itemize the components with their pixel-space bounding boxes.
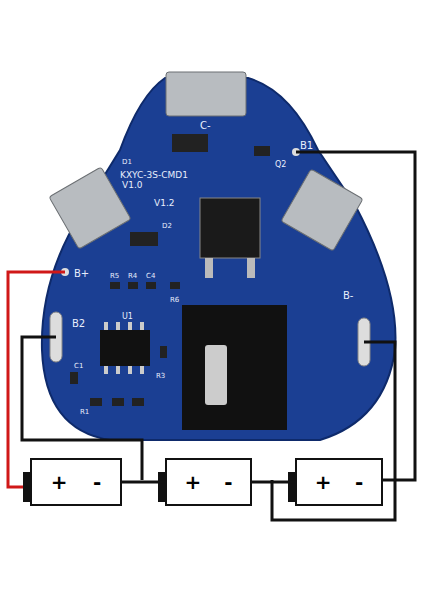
battery-cell: +-: [295, 458, 383, 506]
board-label: R5: [110, 272, 119, 280]
polarity-mark: +: [51, 471, 68, 493]
polarity-mark: -: [355, 471, 363, 493]
transistor: [254, 146, 270, 156]
board-label: R1: [80, 408, 89, 416]
board-label: R3: [156, 372, 165, 380]
jack-pin: [205, 345, 227, 405]
metal-tab: [49, 167, 131, 249]
board-label: C1: [74, 362, 83, 370]
metal-tab: [281, 169, 363, 251]
smd-parts: [70, 282, 180, 406]
board-label: R4: [128, 272, 137, 280]
board-label: B2: [72, 318, 85, 329]
metal-tab: [166, 72, 246, 116]
diode: [130, 232, 158, 246]
board-label: C-: [200, 120, 211, 131]
wire: [272, 342, 395, 520]
battery-cell: +-: [165, 458, 252, 506]
board-label: D2: [162, 222, 172, 230]
board-label: C4: [146, 272, 155, 280]
mosfet: [200, 198, 260, 258]
board-label: U1: [122, 312, 133, 321]
wire: [8, 272, 65, 487]
board-label: Q2: [275, 160, 286, 169]
board-label: B1: [300, 140, 313, 151]
board-label: KXYC-3S-CMD1: [120, 170, 188, 180]
polarity-mark: +: [315, 471, 332, 493]
wire: [296, 152, 415, 480]
polarity-mark: -: [224, 471, 232, 493]
dc-jack: [182, 305, 287, 430]
board-label: V1.2: [154, 198, 174, 208]
pcb-board: [42, 78, 396, 440]
mosfet-leg: [247, 258, 255, 278]
board-label: V1.0: [122, 180, 142, 190]
board-label: D1: [122, 158, 132, 166]
ic-pins: [104, 322, 144, 374]
battery-cell: +-: [30, 458, 122, 506]
board-label: B+: [74, 268, 89, 279]
polarity-mark: +: [184, 471, 201, 493]
board-label: R6: [170, 296, 179, 304]
series-wire: [252, 481, 295, 484]
board-label: B-: [343, 290, 353, 301]
ic-chip: [100, 330, 150, 366]
mosfet-leg: [205, 258, 213, 278]
diode: [172, 134, 208, 152]
series-wire: [122, 481, 165, 484]
polarity-mark: -: [93, 471, 101, 493]
